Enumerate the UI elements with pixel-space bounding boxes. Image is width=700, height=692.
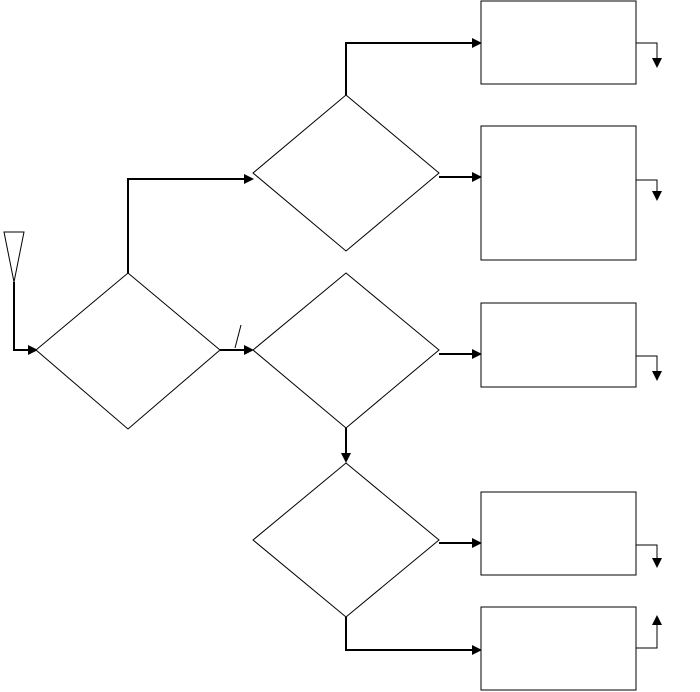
decision-node xyxy=(252,462,440,618)
exit-connector-p4 xyxy=(636,544,658,560)
arrowhead-d4-p5 xyxy=(472,645,482,655)
process-node xyxy=(480,125,637,261)
exit-connector-p5 xyxy=(636,624,658,649)
exit-arrowhead-down-icon xyxy=(652,191,662,201)
arrowhead-d1-d2 xyxy=(244,174,254,184)
arrowhead-d4-p4 xyxy=(472,538,482,548)
arrowhead-d2-p1 xyxy=(472,38,482,48)
decision-node xyxy=(35,272,221,430)
process-node xyxy=(480,0,637,85)
process-box-2 xyxy=(480,125,637,261)
process-node xyxy=(480,491,637,576)
process-box-5 xyxy=(480,606,637,691)
exit-arrowhead-down-icon xyxy=(652,58,662,68)
connector-tick-mark xyxy=(234,324,242,349)
exit-arrowhead-up-icon xyxy=(652,615,662,625)
connector-start-d1 xyxy=(13,282,30,351)
connector-d1-d2 xyxy=(127,178,246,273)
exit-arrowhead-down-icon xyxy=(652,371,662,381)
arrowhead-start-d1 xyxy=(28,345,38,355)
connector-d2-p1 xyxy=(345,42,474,95)
connector-d4-p5 xyxy=(345,617,474,651)
process-box-3 xyxy=(480,302,637,388)
exit-arrowhead-down-icon xyxy=(652,558,662,568)
arrowhead-d2-p2 xyxy=(472,172,482,182)
decision-node xyxy=(252,94,440,252)
process-node xyxy=(480,606,637,691)
exit-connector-p1 xyxy=(636,42,658,60)
decision-diamond-2 xyxy=(252,94,440,252)
process-box-4 xyxy=(480,491,637,576)
arrowhead-d1-d3 xyxy=(244,345,254,355)
decision-diamond-3 xyxy=(252,272,440,429)
decision-diamond-4 xyxy=(252,462,440,618)
exit-connector-p3 xyxy=(636,355,658,373)
arrowhead-d3-d4 xyxy=(341,453,351,463)
process-node xyxy=(480,302,637,388)
process-box-1 xyxy=(480,0,637,85)
arrowhead-d3-p3 xyxy=(472,349,482,359)
start-marker xyxy=(3,231,25,283)
decision-diamond-1 xyxy=(35,272,221,430)
decision-node xyxy=(252,272,440,429)
exit-connector-p2 xyxy=(636,179,658,193)
